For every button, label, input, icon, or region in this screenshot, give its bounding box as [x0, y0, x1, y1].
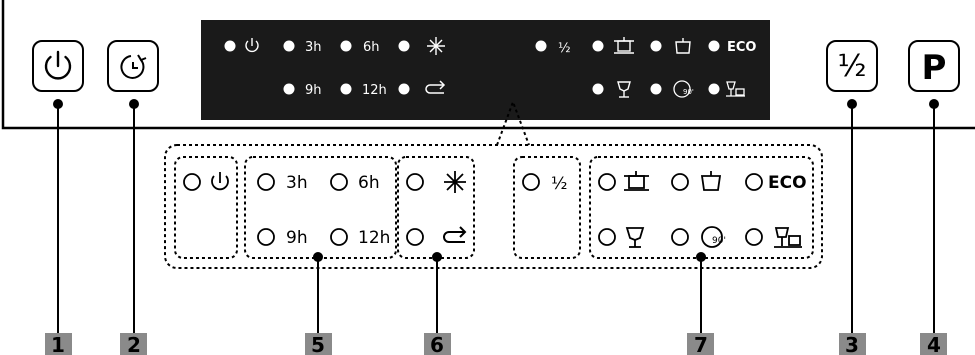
display-label-eco: ECO — [727, 40, 756, 55]
glass-and-plate-icon — [726, 81, 745, 97]
pot-with-lid-icon — [624, 171, 649, 191]
indicator-lamp-glass — [598, 228, 616, 246]
indicator-lamp-mixed — [745, 228, 763, 246]
power-button[interactable] — [32, 40, 84, 92]
callout-6: 6 — [424, 333, 451, 355]
group-power — [174, 156, 238, 259]
callout-2: 2 — [120, 333, 147, 355]
indicator-label-12h: 12h — [358, 228, 390, 248]
indicator-label-eco: ECO — [768, 173, 807, 193]
indicator-lamp-intensive — [598, 173, 616, 191]
pot-icon — [700, 171, 722, 191]
display-dot — [340, 40, 352, 52]
display-dot — [708, 83, 720, 95]
indicator-lamp-3h — [257, 173, 275, 191]
display-dot — [224, 40, 236, 52]
group-half-load — [513, 156, 581, 259]
indicator-label-6h: 6h — [358, 173, 380, 193]
display-dot — [283, 83, 295, 95]
program-button[interactable]: P — [908, 40, 960, 92]
callout-dots — [53, 99, 939, 262]
svg-text:3: 3 — [845, 333, 859, 355]
display-dot — [650, 83, 662, 95]
delay-timer-icon — [120, 54, 147, 79]
rinse-aid-icon — [443, 226, 467, 243]
indicator-label-3h: 3h — [286, 173, 308, 193]
callout-4: 4 — [920, 333, 947, 355]
callout-7: 7 — [687, 333, 714, 355]
wine-glass-icon — [617, 81, 631, 98]
indicator-lamp-9h — [257, 228, 275, 246]
callout-lines — [57, 104, 935, 333]
display-label-3h: 3h — [305, 40, 322, 55]
svg-text:7: 7 — [694, 333, 708, 355]
appliance-panel-outline — [1, 0, 975, 130]
delay-button[interactable] — [107, 40, 159, 92]
program-label: P — [922, 48, 947, 88]
display-dot — [592, 83, 604, 95]
power-icon — [245, 38, 259, 53]
pot-icon — [675, 38, 691, 54]
svg-text:1: 1 — [51, 333, 65, 355]
display-dot — [592, 40, 604, 52]
display-label-12h: 12h — [362, 83, 387, 98]
zoom-frame — [164, 144, 823, 269]
svg-text:90': 90' — [712, 236, 726, 246]
half-load-label: ½ — [837, 49, 866, 84]
rinse-aid-icon — [425, 80, 446, 94]
display-dot — [398, 83, 410, 95]
pot-with-lid-icon — [614, 37, 634, 54]
display-label-6h: 6h — [363, 40, 380, 55]
indicator-lamp-normal — [671, 173, 689, 191]
display-label-half: ½ — [558, 41, 571, 56]
display-dot — [650, 40, 662, 52]
svg-text:5: 5 — [311, 333, 325, 355]
display-label-9h: 9h — [305, 83, 322, 98]
indicator-lamp-power — [183, 173, 201, 191]
indicator-lamp-12h — [330, 228, 348, 246]
indicator-lamp-quick — [671, 228, 689, 246]
glass-and-plate-icon — [774, 227, 802, 248]
callout-5: 5 — [305, 333, 332, 355]
sparkle-icon — [427, 37, 445, 55]
callout-3: 3 — [839, 333, 866, 355]
indicator-label-9h: 9h — [286, 228, 308, 248]
display-dot — [340, 83, 352, 95]
display-dot — [708, 40, 720, 52]
power-icon — [211, 172, 229, 191]
sparkle-icon — [444, 171, 466, 193]
svg-text:6: 6 — [430, 333, 444, 355]
indicator-label-half: ½ — [551, 174, 567, 194]
display-dot — [283, 40, 295, 52]
half-load-button[interactable]: ½ — [826, 40, 878, 92]
indicator-display — [201, 20, 770, 120]
display-indicators: 3h 6h 9h 12h ½ ECO — [224, 37, 756, 98]
90-min-timer-icon: 90' — [701, 226, 726, 248]
power-icon — [44, 50, 72, 80]
callout-1: 1 — [45, 333, 72, 355]
svg-text:90': 90' — [683, 88, 694, 96]
indicator-lamp-salt — [406, 173, 424, 191]
90-min-timer-icon: 90' — [673, 80, 694, 98]
svg-text:4: 4 — [927, 333, 941, 355]
display-dot — [535, 40, 547, 52]
indicator-lamp-6h — [330, 173, 348, 191]
zoomed-indicators: 90' — [183, 171, 802, 248]
indicator-lamp-half — [522, 173, 540, 191]
wine-glass-icon — [625, 227, 645, 248]
display-dot — [398, 40, 410, 52]
svg-text:2: 2 — [127, 333, 141, 355]
indicator-lamp-rinse — [406, 228, 424, 246]
indicator-lamp-eco — [745, 173, 763, 191]
